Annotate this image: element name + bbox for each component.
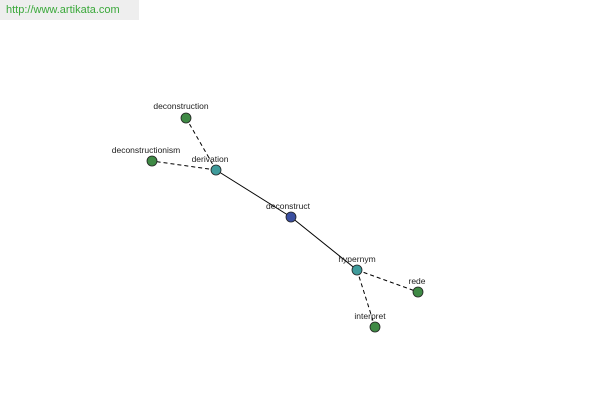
edge-hypernym-interpret — [356, 269, 376, 328]
edge-layer — [151, 117, 419, 328]
edge-deconstruct-derivation — [215, 169, 292, 218]
node-deconstruction[interactable]: deconstruction — [153, 101, 209, 124]
node-rede[interactable]: rede — [408, 276, 426, 298]
node-hypernym[interactable]: hypernym — [338, 254, 376, 276]
node-label: deconstructionism — [112, 145, 181, 155]
node-deconstruct[interactable]: deconstruct — [266, 201, 311, 223]
node-label: hypernym — [338, 254, 375, 264]
edge-deconstruct-hypernym — [290, 216, 358, 271]
edge-derivation-deconstructionism — [151, 160, 217, 171]
node-derivation[interactable]: derivation — [192, 154, 229, 176]
node-circle[interactable] — [210, 164, 222, 176]
node-label: rede — [408, 276, 425, 286]
node-interpret[interactable]: interpret — [354, 311, 386, 333]
node-layer: deconstruct derivation hypernym deconstruct… — [112, 101, 426, 333]
node-circle[interactable] — [369, 321, 381, 333]
node-circle[interactable] — [180, 112, 192, 124]
edge-derivation-deconstruction — [185, 117, 217, 171]
node-label: derivation — [192, 154, 229, 164]
node-label: deconstruction — [153, 101, 209, 111]
node-circle[interactable] — [351, 264, 363, 276]
watermark-link[interactable]: http://www.artikata.com — [0, 0, 139, 20]
edge-hypernym-rede — [356, 269, 419, 293]
node-circle[interactable] — [285, 211, 297, 223]
node-circle[interactable] — [146, 155, 158, 167]
node-label: interpret — [354, 311, 386, 321]
node-deconstructionism[interactable]: deconstructionism — [112, 145, 181, 167]
node-label: deconstruct — [266, 201, 311, 211]
node-circle[interactable] — [412, 286, 424, 298]
